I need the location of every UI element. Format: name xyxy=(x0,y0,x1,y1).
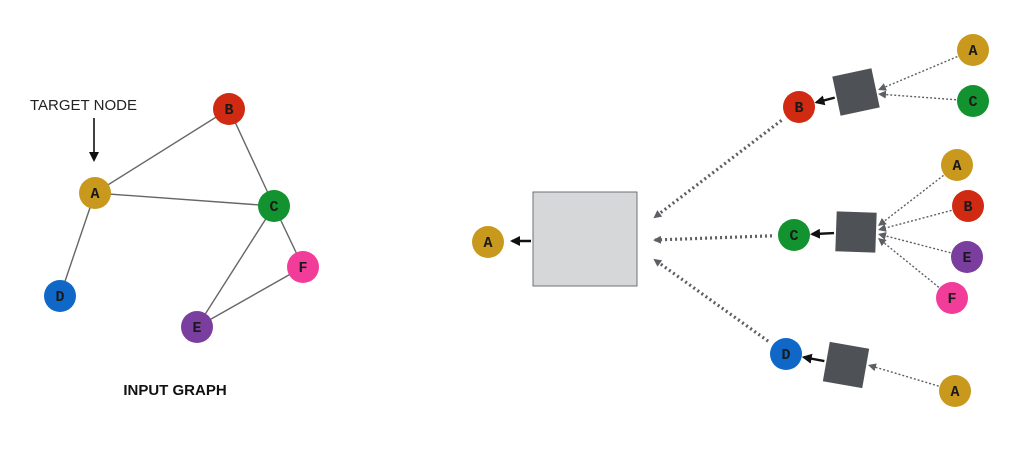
level2-node-C-E: E xyxy=(951,241,983,273)
arrow-A-to-box-D xyxy=(868,363,939,387)
aggregator-box-B xyxy=(832,68,880,116)
level2-node-C-F-label: F xyxy=(947,291,956,308)
level2-node-C-A-label: A xyxy=(952,158,961,175)
input-node-A: A xyxy=(79,177,111,209)
level2-node-C-E-circle xyxy=(951,241,983,273)
input-node-F-label: F xyxy=(298,260,307,277)
edge-C-E xyxy=(196,205,275,328)
level2-node-D-A: A xyxy=(939,375,971,407)
level1-node-C: C xyxy=(778,219,810,251)
level2-node-C-B: B xyxy=(952,190,984,222)
arrow-box-to-D xyxy=(801,353,825,364)
edge-B-C xyxy=(228,108,275,207)
level2-node-C-B-label: B xyxy=(963,199,972,216)
edge-A-D xyxy=(59,192,96,297)
computation-graph-arrows xyxy=(510,55,958,387)
arrow-B-to-box-C xyxy=(878,209,952,232)
level2-node-B-C-circle xyxy=(957,85,989,117)
input-node-E-label: E xyxy=(192,320,201,337)
output-node-A-circle xyxy=(472,226,504,258)
output-node-A: A xyxy=(472,226,504,258)
level1-node-D-label: D xyxy=(781,347,790,364)
level2-node-B-A: A xyxy=(957,34,989,66)
level2-node-C-F-circle xyxy=(936,282,968,314)
level2-node-D-A-label: A xyxy=(950,384,959,401)
arrow-A-to-box-C xyxy=(877,174,944,227)
input-node-B: B xyxy=(213,93,245,125)
level1-node-C-label: C xyxy=(789,228,798,245)
arrow-E-to-box-C xyxy=(878,232,951,254)
arrow-C-to-box-B xyxy=(877,90,957,101)
input-node-D-circle xyxy=(44,280,76,312)
level2-node-B-C: C xyxy=(957,85,989,117)
input-node-E-circle xyxy=(181,311,213,343)
aggregator-box-C xyxy=(835,211,877,253)
level1-node-D: D xyxy=(770,338,802,370)
level2-node-C-E-label: E xyxy=(962,250,971,267)
input-node-D-label: D xyxy=(55,289,64,306)
level2-node-C-F: F xyxy=(936,282,968,314)
aggregator-box-D xyxy=(822,341,870,389)
target-node-label: TARGET NODE xyxy=(30,97,137,114)
level1-node-C-circle xyxy=(778,219,810,251)
level1-node-B-circle xyxy=(783,91,815,123)
input-graph-nodes: A B C D E F xyxy=(44,93,319,343)
computation-graph: A B A C C A B E F D A xyxy=(472,34,989,407)
level2-node-C-A-circle xyxy=(941,149,973,181)
input-graph-title: INPUT GRAPH xyxy=(123,382,226,399)
edge-A-C xyxy=(94,192,275,207)
level2-node-B-A-circle xyxy=(957,34,989,66)
input-node-F: F xyxy=(287,251,319,283)
input-node-C-label: C xyxy=(269,199,278,216)
input-node-B-circle xyxy=(213,93,245,125)
arrow-A-to-box-B xyxy=(877,55,958,91)
arrow-B-to-aggregator xyxy=(653,119,783,219)
arrow-C-to-aggregator xyxy=(653,234,773,244)
input-graph: A B C D E F TARGET NODE INPUT GRAPH xyxy=(30,93,319,399)
level2-node-B-C-label: C xyxy=(968,94,977,111)
output-node-A-label: A xyxy=(483,235,492,252)
computation-graph-nodes: A B A C C A B E F D A xyxy=(472,34,989,407)
level2-node-C-B-circle xyxy=(952,190,984,222)
level1-node-B-label: B xyxy=(794,100,803,117)
input-node-C-circle xyxy=(258,190,290,222)
input-node-D: D xyxy=(44,280,76,312)
input-node-C: C xyxy=(258,190,290,222)
input-node-A-circle xyxy=(79,177,111,209)
aggregator-boxes-level1 xyxy=(822,68,880,389)
level2-node-D-A-circle xyxy=(939,375,971,407)
arrow-box-to-B xyxy=(814,95,836,106)
edge-A-B xyxy=(94,108,230,194)
aggregator-box-target xyxy=(532,191,638,287)
level2-node-B-A-label: A xyxy=(968,43,977,60)
arrow-F-to-box-C xyxy=(878,237,940,288)
input-node-B-label: B xyxy=(224,102,233,119)
arrow-box-to-C xyxy=(809,228,835,239)
input-node-F-circle xyxy=(287,251,319,283)
level1-node-D-circle xyxy=(770,338,802,370)
input-node-E: E xyxy=(181,311,213,343)
input-node-A-label: A xyxy=(90,186,99,203)
arrow-D-to-aggregator xyxy=(653,258,770,343)
level2-node-C-A: A xyxy=(941,149,973,181)
level1-node-B: B xyxy=(783,91,815,123)
edge-E-F xyxy=(196,266,304,328)
